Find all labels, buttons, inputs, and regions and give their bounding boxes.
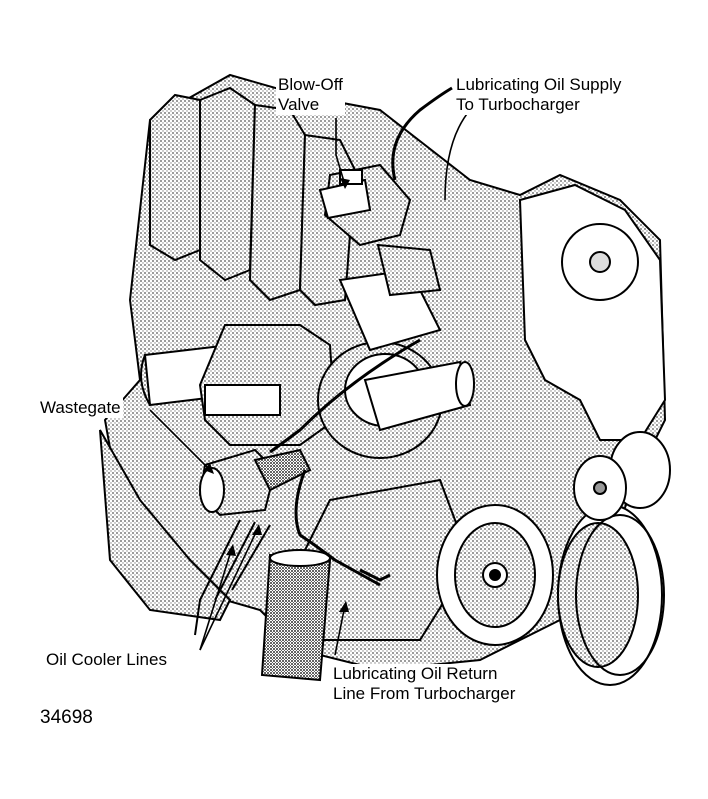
timing-belt-cover [518, 183, 667, 441]
leader-oil-cooler-1 [199, 547, 233, 651]
leader-wastegate [149, 409, 211, 471]
idler-pulleys [573, 431, 671, 521]
label-lube-supply: Lubricating Oil Supply To Turbocharger [454, 75, 624, 115]
leader-lube-supply [444, 109, 471, 201]
alternator [298, 478, 554, 646]
oil-filter [260, 549, 332, 682]
oil-supply-line [269, 86, 453, 454]
crankshaft-pulley [557, 504, 665, 686]
leader-oil-cooler-2 [199, 527, 259, 651]
wastegate-actuator [198, 448, 312, 517]
figure-number: 34698 [40, 707, 93, 728]
leader-arrowheads [204, 178, 350, 612]
label-oil-cooler-lines: Oil Cooler Lines [44, 650, 169, 670]
leader-lube-return [334, 604, 346, 656]
oil-return-line [294, 469, 391, 587]
turbocharger [140, 243, 475, 459]
label-blow-off-valve: Blow-Off Valve [276, 75, 345, 115]
label-lube-return: Lubricating Oil Return Line From Turboch… [331, 664, 518, 704]
leader-blow-off-valve [335, 118, 346, 186]
leader-lines [149, 109, 471, 656]
oil-cooler-lines [194, 519, 271, 636]
label-wastegate: Wastegate [38, 398, 123, 418]
